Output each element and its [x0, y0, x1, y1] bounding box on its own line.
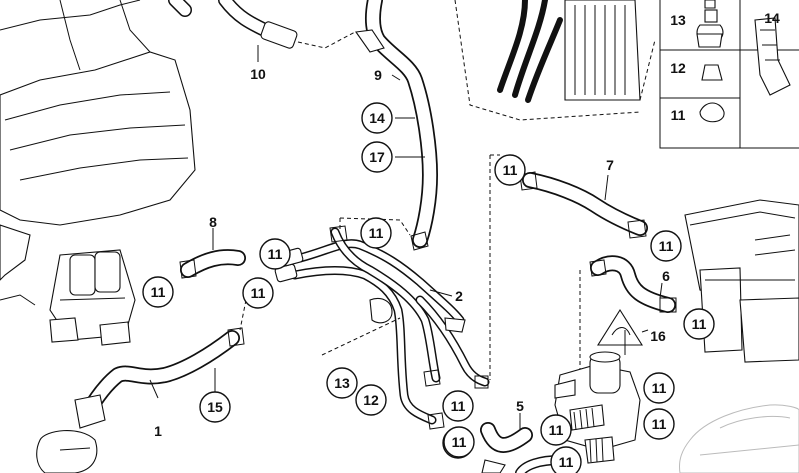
callout-label: 15 [207, 399, 223, 415]
callout-label: 6 [662, 268, 670, 284]
car-silhouette [679, 404, 799, 473]
callout-label: 5 [516, 398, 524, 414]
callout-10: 10 [250, 66, 266, 82]
callout-14: 14 [361, 102, 393, 134]
hose-10 [168, 0, 356, 62]
callout-circle [361, 102, 393, 134]
callout-11: 11 [540, 414, 572, 446]
callout-circle [683, 308, 715, 340]
callout-circle [494, 154, 526, 186]
callout-label: 11 [451, 398, 466, 414]
callout-circle [142, 276, 174, 308]
callout-label: 8 [209, 214, 217, 230]
callout-circle [650, 230, 682, 262]
callout-label: 11 [692, 316, 707, 332]
callout-label: 11 [251, 285, 266, 301]
callout-label: 12 [363, 392, 379, 408]
engine-block [0, 0, 196, 306]
callout-label: 13 [334, 375, 350, 391]
callout-11: 11 [360, 217, 392, 249]
warning-triangle [597, 308, 649, 346]
callout-11: 11 [442, 390, 474, 422]
callout-11: 11 [494, 154, 526, 186]
callout-circle [540, 414, 572, 446]
callout-16: 16 [650, 328, 666, 344]
legend-label-12: 12 [670, 60, 686, 76]
callout-9: 9 [374, 67, 382, 83]
pipe-assembly-2 [274, 217, 490, 425]
callout-label: 11 [659, 238, 674, 254]
callout-1: 1 [154, 423, 162, 439]
callouts: 10 9 14 17 8 11 11 11 11 2 15 1 13 12 11 11 5 11 11 11 7 11 11… [142, 66, 715, 473]
legend-labels: 13 14 12 11 [670, 10, 780, 123]
callout-label: 17 [369, 149, 385, 165]
callout-label: 14 [369, 110, 385, 126]
callout-11: 11 [142, 276, 174, 308]
callout-label: 11 [652, 380, 667, 396]
callout-circle [360, 217, 392, 249]
callout-label: 11 [268, 246, 283, 262]
callout-circle [443, 426, 475, 458]
callout-label: 11 [151, 284, 166, 300]
callout-circle [361, 141, 393, 173]
callout-11: 11 [443, 426, 475, 458]
callout-label: 11 [452, 434, 467, 450]
callout-11: 11 [550, 446, 582, 473]
callout-11: 11 [259, 238, 291, 270]
callout-8: 8 [209, 214, 217, 230]
callout-11: 11 [242, 277, 274, 309]
callout-11: 11 [643, 408, 675, 440]
callout-11: 11 [683, 308, 715, 340]
callout-label: 9 [374, 67, 382, 83]
callout-7: 7 [606, 157, 614, 173]
legend-label-14: 14 [764, 10, 780, 26]
callout-circle [550, 446, 582, 473]
callout-label: 11 [652, 416, 667, 432]
callout-2: 2 [455, 288, 463, 304]
callout-6: 6 [662, 268, 670, 284]
callout-label: 7 [606, 157, 614, 173]
callout-circle [355, 384, 387, 416]
hose-7 [522, 172, 648, 236]
hose-15 [36, 299, 247, 473]
callout-13: 13 [326, 367, 358, 399]
callout-5: 5 [516, 398, 524, 414]
callout-circle [259, 238, 291, 270]
heater-core [454, 0, 656, 121]
legend-label-13: 13 [670, 12, 686, 28]
legend-label-11: 11 [671, 107, 686, 123]
callout-circle [643, 372, 675, 404]
hose-9 [355, 0, 438, 248]
aux-pump [684, 199, 799, 363]
callout-label: 16 [650, 328, 666, 344]
callout-circle [442, 390, 474, 422]
callout-circle [643, 408, 675, 440]
callout-label: 10 [250, 66, 266, 82]
callout-label: 2 [455, 288, 463, 304]
callout-circle [326, 367, 358, 399]
callout-11: 11 [650, 230, 682, 262]
callout-label: 11 [503, 162, 518, 178]
callout-label: 11 [559, 454, 574, 470]
callout-label: 11 [549, 422, 564, 438]
callout-circle [199, 391, 231, 423]
callout-17: 17 [361, 141, 393, 173]
callout-12: 12 [355, 384, 387, 416]
heater-valve-left [49, 228, 246, 346]
callout-circle [242, 277, 274, 309]
callout-11: 11 [643, 372, 675, 404]
callout-label: 1 [154, 423, 162, 439]
callout-15: 15 [199, 391, 231, 423]
clip-markers [179, 171, 677, 430]
hose-6 [590, 255, 676, 313]
callout-label: 11 [369, 225, 384, 241]
legend-box [659, 0, 799, 149]
